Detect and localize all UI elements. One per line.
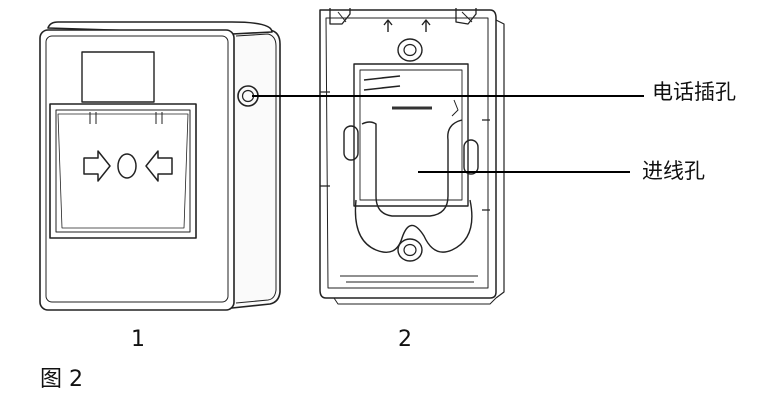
arrow-left-icon [145, 150, 173, 182]
leader-lines [252, 95, 644, 173]
up-arrow-icon-left [383, 19, 393, 32]
mounting-base [319, 8, 505, 305]
device-number-1: 1 [131, 327, 145, 352]
device-number-2: 2 [398, 327, 412, 352]
center-circle-icon [117, 153, 137, 179]
manual-call-point-device [39, 21, 281, 311]
label-phone-jack: 电话插孔 [652, 80, 736, 104]
figure-caption: 图 2 [40, 367, 83, 392]
arrow-right-icon [83, 150, 111, 182]
up-arrow-icon-right [421, 19, 431, 32]
label-cable-entry: 进线孔 [642, 159, 705, 183]
cable-entry-hole [361, 119, 463, 217]
